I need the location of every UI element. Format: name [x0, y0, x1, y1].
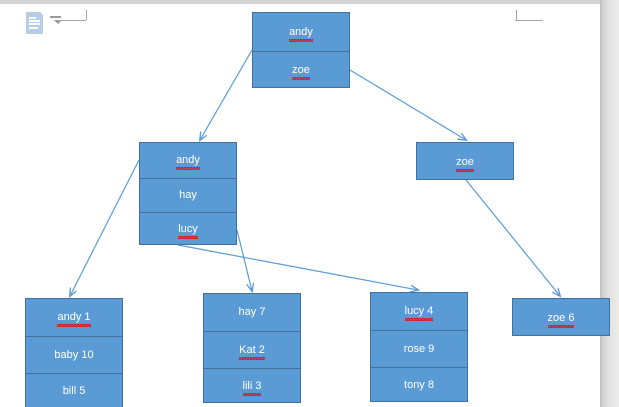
- node-cell[interactable]: andy 1: [26, 299, 122, 336]
- internal-node-left[interactable]: andy hay lucy: [139, 142, 237, 245]
- edge-internal-right-zoe-to-leaf-4[interactable]: [465, 179, 560, 296]
- margin-mark-top-left: [58, 10, 86, 21]
- node-cell[interactable]: hay 7: [204, 294, 300, 331]
- node-cell-label: tony 8: [404, 379, 434, 391]
- window-top-strip: [0, 0, 619, 4]
- leaf-node-3[interactable]: lucy 4 rose 9 tony 8: [370, 292, 468, 402]
- node-cell[interactable]: andy: [253, 13, 349, 51]
- node-cell-label: hay 7: [238, 306, 266, 318]
- node-cell[interactable]: baby 10: [26, 336, 122, 373]
- margin-mark-top-left-edge: [86, 10, 88, 20]
- node-cell[interactable]: bill 5: [26, 373, 122, 407]
- margin-mark-top-right: [515, 10, 543, 21]
- node-cell[interactable]: Kat 2: [204, 331, 300, 368]
- node-cell[interactable]: tony 8: [371, 367, 467, 403]
- node-cell-label: andy: [176, 154, 200, 170]
- node-cell[interactable]: zoe: [253, 51, 349, 89]
- leaf-node-1[interactable]: andy 1 baby 10 bill 5: [25, 298, 123, 407]
- node-cell-label: lucy 4: [404, 305, 434, 321]
- edge-root-andy-to-internal-left[interactable]: [200, 49, 253, 140]
- leaf-node-4[interactable]: zoe 6: [512, 298, 610, 336]
- diagram-arrow-layer: [0, 49, 600, 407]
- node-cell-label: andy: [289, 25, 313, 42]
- node-cell-label: rose 9: [403, 342, 435, 355]
- node-cell-label: baby 10: [54, 348, 94, 361]
- node-cell[interactable]: lili 3: [204, 368, 300, 404]
- node-cell[interactable]: hay: [140, 178, 236, 212]
- node-cell[interactable]: rose 9: [371, 330, 467, 367]
- node-cell[interactable]: zoe 6: [513, 299, 609, 337]
- root-node[interactable]: andy zoe: [252, 12, 350, 88]
- node-cell[interactable]: zoe: [417, 143, 513, 181]
- node-cell-label: zoe: [456, 155, 474, 172]
- leaf-node-2[interactable]: hay 7 Kat 2 lili 3: [203, 293, 301, 403]
- node-cell-label: hay: [179, 189, 197, 201]
- edge-internal-left-lucy-to-leaf-3[interactable]: [177, 244, 418, 290]
- page-edge-shadow: [600, 0, 619, 407]
- edge-internal-left-lucy-to-leaf-2[interactable]: [236, 229, 252, 291]
- paste-document-icon[interactable]: [26, 12, 45, 35]
- node-cell-label: Kat 2: [239, 343, 265, 360]
- node-cell[interactable]: andy: [140, 143, 236, 178]
- margin-mark-top-right-edge: [515, 10, 517, 20]
- paste-options-bar: [50, 16, 61, 18]
- document-page[interactable]: andy zoe andy hay lucy zoe andy 1 baby 10 bill 5…: [0, 4, 610, 407]
- node-cell-label: lucy: [178, 223, 198, 239]
- node-cell[interactable]: lucy: [140, 212, 236, 246]
- internal-node-right[interactable]: zoe: [416, 142, 514, 180]
- diagram-canvas[interactable]: andy zoe andy hay lucy zoe andy 1 baby 10 bill 5…: [0, 4, 610, 407]
- node-cell-label: lili 3: [242, 380, 262, 396]
- node-cell-label: zoe 6: [547, 311, 575, 328]
- chevron-down-icon[interactable]: [54, 20, 62, 24]
- node-cell-label: andy 1: [57, 311, 91, 327]
- edge-root-zoe-to-internal-right[interactable]: [349, 69, 466, 140]
- node-cell-label: bill 5: [62, 385, 86, 397]
- node-cell-label: zoe: [292, 64, 310, 80]
- node-cell[interactable]: lucy 4: [371, 293, 467, 330]
- edge-internal-left-andy-to-leaf-1[interactable]: [70, 159, 140, 296]
